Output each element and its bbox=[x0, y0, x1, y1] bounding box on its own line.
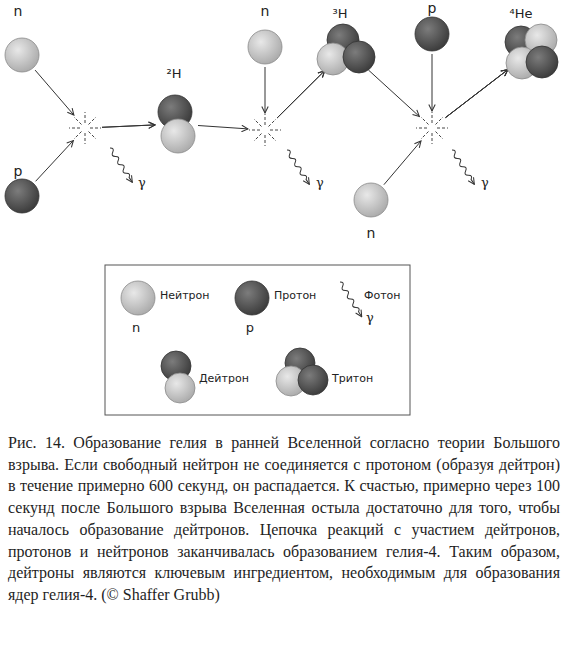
particle-label: ⁴He bbox=[510, 6, 533, 21]
photon-label: γ bbox=[316, 176, 324, 190]
photon-wave bbox=[108, 147, 134, 184]
photon-label: γ bbox=[366, 311, 374, 325]
proton-ball bbox=[415, 17, 449, 51]
particle-shape bbox=[5, 179, 39, 213]
particle-label: p bbox=[14, 164, 23, 179]
particle-node: ²H bbox=[158, 95, 195, 153]
reaction-arrow bbox=[102, 125, 155, 127]
photon-sample bbox=[338, 281, 363, 318]
reaction-arrow bbox=[35, 70, 74, 115]
particle-label: ³H bbox=[333, 6, 348, 21]
reaction-connector bbox=[35, 70, 155, 127]
reaction-burst bbox=[249, 114, 281, 146]
reaction-arrow bbox=[265, 67, 266, 113]
photon-label: γ bbox=[481, 176, 489, 190]
particle-label: p bbox=[428, 1, 437, 16]
reaction-connector bbox=[368, 70, 508, 118]
reaction-arrow bbox=[446, 70, 508, 118]
particle-shape bbox=[158, 95, 195, 153]
proton-ball bbox=[5, 179, 39, 213]
deuteron-sample bbox=[161, 351, 195, 403]
reaction-arrow bbox=[277, 71, 325, 118]
reaction-connector bbox=[265, 67, 325, 118]
legend-text: Тритон bbox=[332, 372, 373, 385]
particle-node: n bbox=[5, 38, 39, 72]
reaction-connector bbox=[384, 70, 508, 185]
particle-node: ³H bbox=[317, 24, 375, 75]
reaction-arrow bbox=[384, 141, 421, 185]
particle-label: n bbox=[367, 226, 376, 241]
particle-shape bbox=[354, 183, 388, 217]
particle-shape bbox=[317, 24, 375, 75]
particle-shape bbox=[5, 38, 39, 72]
particle-shape bbox=[415, 17, 449, 51]
reaction-arrow bbox=[36, 141, 74, 182]
photon-wave bbox=[450, 149, 476, 186]
particle-label: n bbox=[14, 4, 23, 19]
legend-text: Нейтрон bbox=[160, 289, 210, 302]
legend-frame bbox=[105, 265, 410, 415]
particle-shape bbox=[248, 30, 282, 64]
neutron-ball bbox=[248, 30, 282, 64]
photon-wave bbox=[285, 149, 311, 186]
reaction-arrow bbox=[446, 70, 508, 118]
figure-caption: Рис. 14. Образование гелия в ранней Всел… bbox=[8, 432, 560, 606]
proton-ball bbox=[526, 46, 558, 78]
legend-text: Протон bbox=[274, 289, 316, 302]
particle-node: p bbox=[415, 17, 449, 51]
photon-label: γ bbox=[138, 176, 146, 190]
legend-symbol: p bbox=[246, 321, 254, 335]
particle-node: n bbox=[354, 183, 388, 217]
particle-node: p bbox=[5, 179, 39, 213]
particle-label: ²H bbox=[167, 66, 182, 81]
reaction-connector bbox=[432, 54, 508, 118]
reaction-arrow bbox=[198, 126, 248, 129]
reaction-arrow bbox=[277, 71, 325, 118]
legend-symbol: n bbox=[132, 321, 140, 335]
particle-node: n bbox=[248, 30, 282, 64]
proton-ball bbox=[343, 41, 375, 73]
triton-sample bbox=[276, 348, 328, 396]
particle-shape bbox=[505, 24, 558, 79]
reaction-burst bbox=[416, 112, 448, 144]
reaction-arrow bbox=[432, 54, 433, 111]
reaction-arrow bbox=[102, 125, 155, 127]
particle-node: ⁴He bbox=[505, 24, 558, 79]
legend-text: Дейтрон bbox=[199, 372, 249, 385]
proton-sample bbox=[235, 281, 269, 315]
legend-text: Фотон bbox=[364, 289, 401, 302]
reaction-burst bbox=[69, 112, 101, 144]
reaction-connector bbox=[36, 125, 155, 181]
reaction-arrow bbox=[368, 70, 419, 117]
reaction-arrow bbox=[446, 70, 508, 118]
particle-label: n bbox=[261, 4, 270, 19]
neutron-ball bbox=[161, 119, 195, 153]
reaction-connector bbox=[198, 71, 325, 129]
neutron-sample bbox=[121, 281, 155, 315]
neutron-ball bbox=[354, 183, 388, 217]
neutron-ball bbox=[5, 38, 39, 72]
